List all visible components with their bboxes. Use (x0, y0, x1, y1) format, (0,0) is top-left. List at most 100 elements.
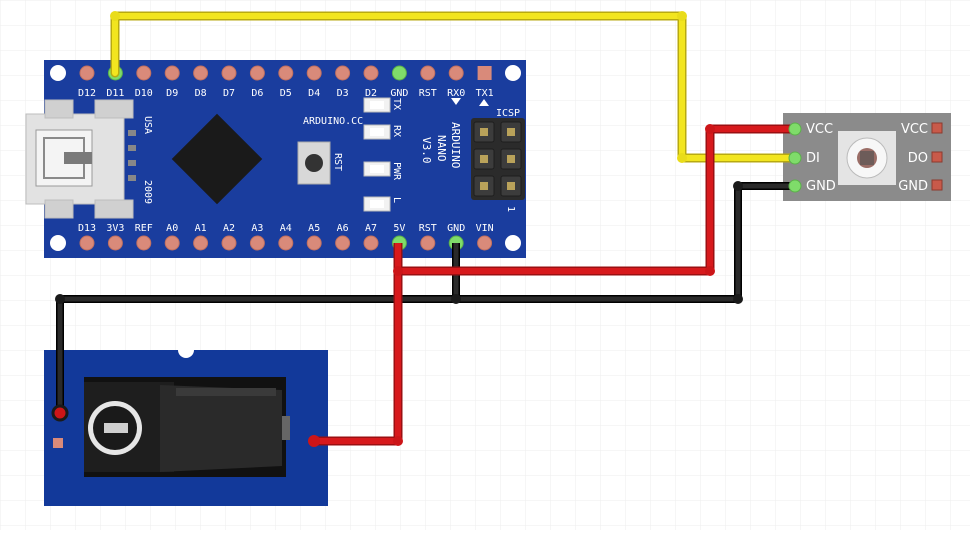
pin-label: A6 (337, 223, 349, 234)
pin-label: VIN (476, 223, 494, 234)
pin-label: GND (447, 223, 465, 234)
icsp-label: ICSP (496, 108, 520, 119)
pin-label: RX0 (447, 88, 465, 99)
led-label: PWR (391, 162, 402, 181)
led-output-pin-pad[interactable] (931, 122, 943, 134)
header-pin[interactable] (477, 66, 492, 80)
pin-label: A5 (308, 223, 320, 234)
status-leds: TX RX PWR L (363, 97, 402, 212)
led-input-pin-label: DI (806, 151, 820, 166)
header-pin[interactable] (193, 65, 209, 81)
pin-label: D7 (223, 88, 235, 99)
header-pin[interactable] (420, 65, 436, 81)
header-pin[interactable] (420, 235, 436, 251)
header-pin[interactable] (391, 65, 407, 81)
led-output-pin-pad[interactable] (931, 179, 943, 191)
header-pin[interactable] (249, 235, 265, 251)
header-pin[interactable] (136, 235, 152, 251)
header-pin[interactable] (79, 235, 95, 251)
pin-label: D12 (78, 88, 96, 99)
header-pin[interactable] (221, 65, 237, 81)
pin-label: RST (419, 88, 437, 99)
header-pin[interactable] (164, 235, 180, 251)
board-name-line-2: NANO (435, 135, 448, 162)
icsp-pin-contact (507, 182, 515, 190)
header-pin[interactable] (477, 235, 493, 251)
pin-label: D13 (78, 223, 96, 234)
icsp-pin-contact (507, 128, 515, 136)
led-output-pin-pad[interactable] (931, 151, 943, 163)
pin-label: A3 (251, 223, 263, 234)
pin-label: D6 (251, 88, 263, 99)
led-input-pin-label: VCC (806, 122, 833, 137)
pin-label: TX1 (476, 88, 494, 99)
board-name-line-1: ARDUINO (449, 122, 462, 168)
icsp-pin-contact (480, 155, 488, 163)
mount-hole (505, 235, 521, 251)
reset-button[interactable] (297, 141, 331, 185)
rx-arrow-icon (451, 98, 461, 105)
header-pin[interactable] (221, 235, 237, 251)
header-pin[interactable] (136, 65, 152, 81)
icsp-pin-contact (507, 155, 515, 163)
dc-jack-module[interactable] (44, 342, 328, 506)
header-pin[interactable] (448, 65, 464, 81)
tx-arrow-icon (479, 99, 489, 106)
led-input-pin-label: GND (806, 179, 836, 194)
led-label: RX (391, 125, 402, 137)
usa-label: USA (142, 116, 153, 134)
led-label: TX (391, 98, 402, 110)
pin-label: A2 (223, 223, 235, 234)
mcu-chip (171, 113, 263, 205)
pin-label: D3 (337, 88, 349, 99)
pin-label: 5V (393, 223, 405, 234)
pin-label: D8 (195, 88, 207, 99)
header-pin[interactable] (306, 235, 322, 251)
mount-hole (178, 342, 194, 358)
led-output-pin-label: GND (898, 179, 928, 194)
header-pin[interactable] (278, 235, 294, 251)
pin-label: D11 (106, 88, 124, 99)
header-pin[interactable] (335, 65, 351, 81)
header-pin[interactable] (79, 65, 95, 81)
header-pin[interactable] (363, 235, 379, 251)
header-pin[interactable] (193, 235, 209, 251)
wires (51, 11, 802, 447)
year-label: 2009 (142, 180, 153, 204)
header-pin[interactable] (164, 65, 180, 81)
header-pin[interactable] (363, 65, 379, 81)
icsp-pin1-label: 1 (505, 206, 516, 212)
pin-label: A0 (166, 223, 178, 234)
pin-label: A4 (280, 223, 292, 234)
brand-label: ARDUINO.CC (303, 116, 363, 127)
board-name-line-3: V3.0 (420, 137, 433, 164)
header-pin[interactable] (335, 235, 351, 251)
pin-label: 3V3 (106, 223, 124, 234)
status-led-lens (370, 101, 384, 109)
icsp-header (471, 118, 525, 200)
led-output-pin-label: VCC (901, 122, 928, 137)
icsp-pin-contact (480, 182, 488, 190)
pin-label: D4 (308, 88, 320, 99)
header-pin[interactable] (278, 65, 294, 81)
status-led-lens (370, 128, 384, 136)
pin-label: REF (135, 223, 153, 234)
pin-label: D10 (135, 88, 153, 99)
header-pin[interactable] (107, 235, 123, 251)
mount-hole (505, 65, 521, 81)
led-label: L (391, 197, 402, 203)
dc-jack-pin-pad (53, 438, 63, 448)
mount-hole (50, 65, 66, 81)
mount-hole (50, 235, 66, 251)
usb-connector (25, 99, 136, 219)
header-pin[interactable] (249, 65, 265, 81)
status-led-lens (370, 200, 384, 208)
header-pin[interactable] (306, 65, 322, 81)
